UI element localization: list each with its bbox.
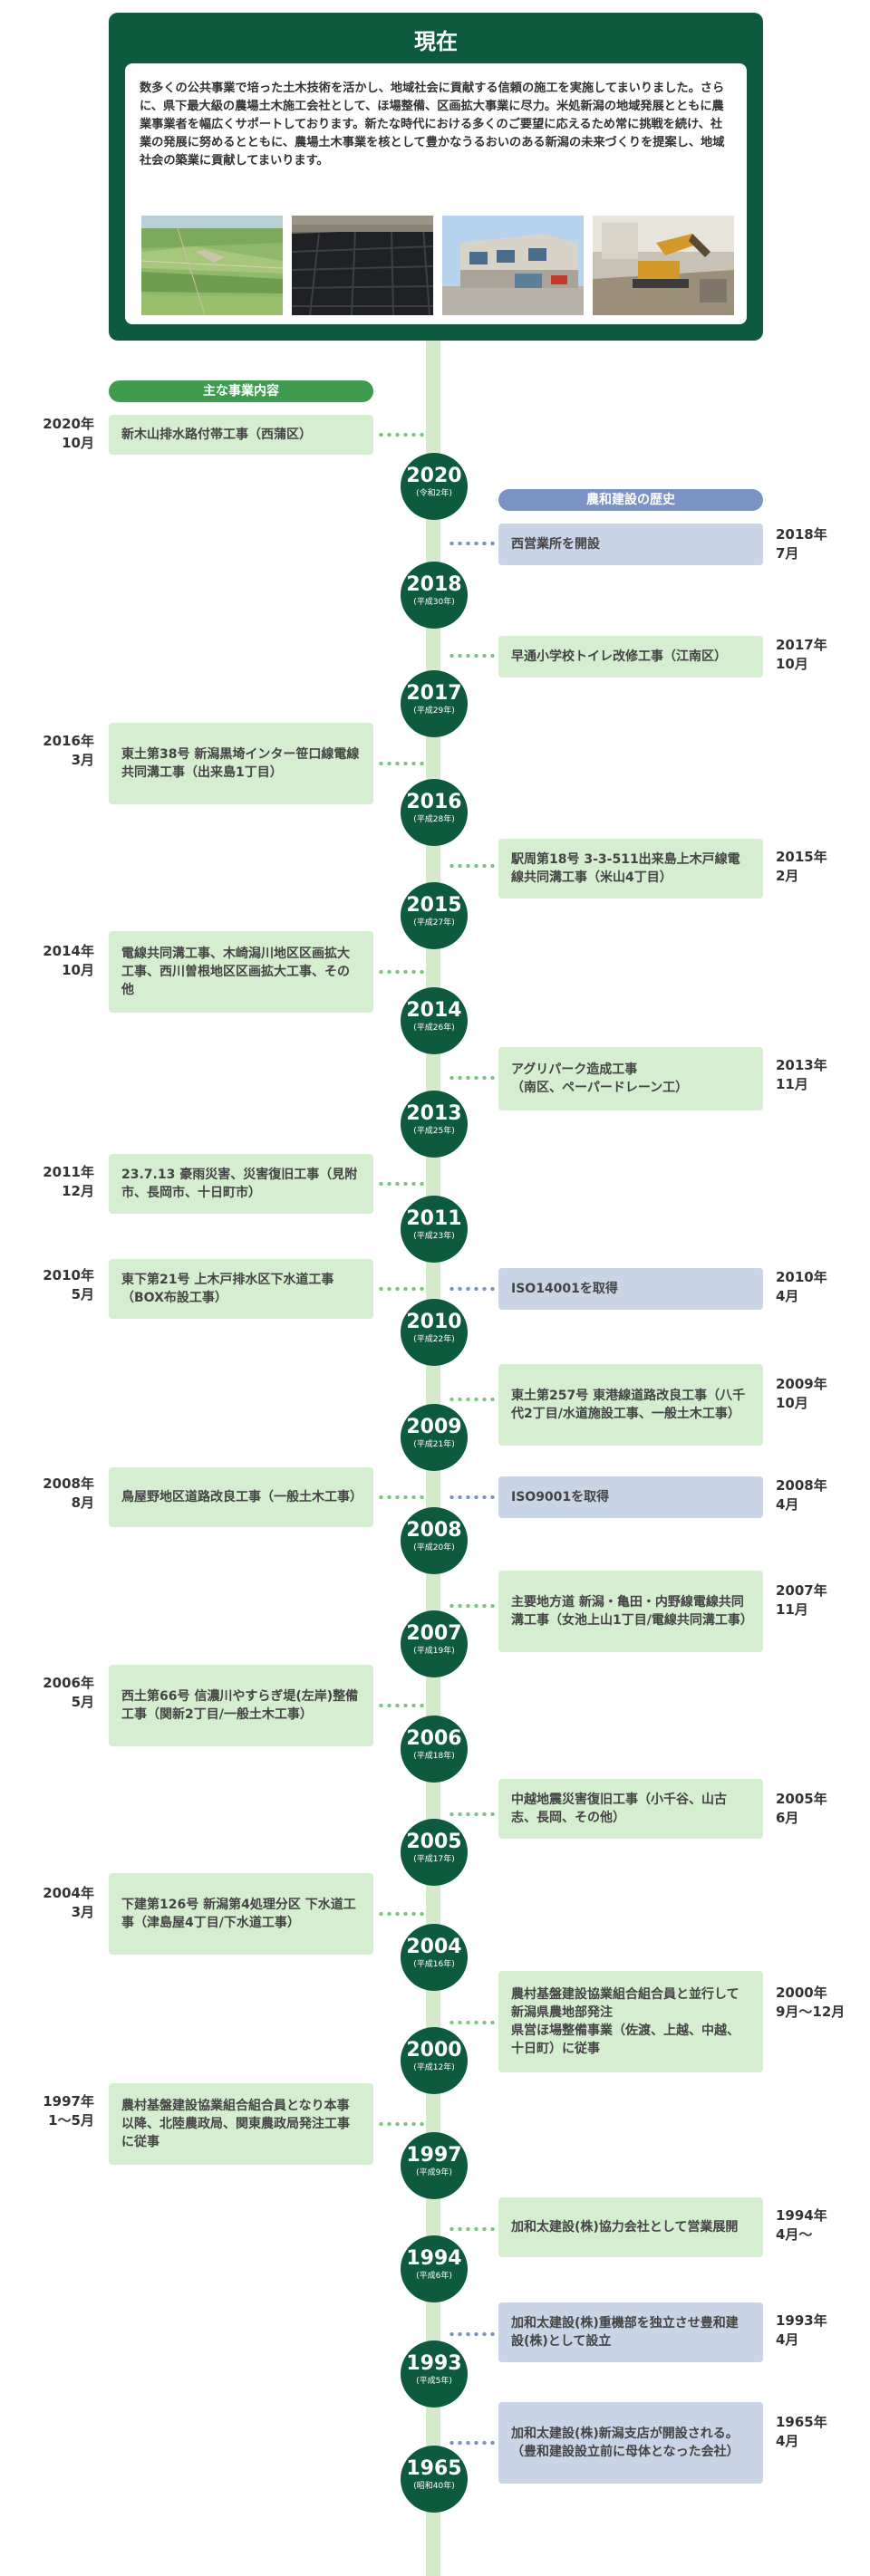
- connector-dots: [377, 2122, 426, 2126]
- connector-dots: [377, 970, 426, 974]
- business-event-card: 下建第126号 新潟第4処理分区 下水道工事（津島屋4丁目/下水道工事）: [109, 1873, 373, 1955]
- business-event-card: 農村基盤建設協業組合組合員となり本事以降、北陸農政局、関東農政局発注工事に従事: [109, 2083, 373, 2165]
- business-event-card: 駅周第18号 3-3-511出来島上木戸線電線共同溝工事（米山4丁目）: [498, 839, 763, 899]
- year-marker: 2015(平成27年): [401, 882, 468, 949]
- year-marker: 2013(平成25年): [401, 1091, 468, 1158]
- event-date: 2017年 10月: [776, 637, 827, 672]
- event-date: 2013年 11月: [776, 1057, 827, 1092]
- event-date: 1965年 4月: [776, 2414, 827, 2449]
- connector-dots: [448, 1812, 497, 1816]
- year-marker: 2004(平成16年): [401, 1924, 468, 1991]
- year-marker: 1994(平成6年): [401, 2235, 468, 2302]
- event-date: 2020年 10月: [43, 416, 94, 451]
- history-event-card: 西営業所を開設: [498, 524, 763, 565]
- connector-dots: [448, 1398, 497, 1401]
- business-event-card: 東土第257号 東港線道路改良工事（八千代2丁目/水道施設工事、一般土木工事）: [498, 1364, 763, 1446]
- connector-dots: [448, 2227, 497, 2231]
- business-event-card: 加和太建設(株)協力会社として営業展開: [498, 2197, 763, 2257]
- year-marker: 2009(平成21年): [401, 1404, 468, 1471]
- history-event-card: ISO9001を取得: [498, 1476, 763, 1518]
- connector-dots: [448, 542, 497, 545]
- year-marker: 2016(平成28年): [401, 779, 468, 846]
- connector-dots: [448, 2021, 497, 2024]
- year-marker: 2018(平成30年): [401, 562, 468, 629]
- event-date: 2006年 5月: [43, 1675, 94, 1710]
- connector-dots: [448, 2441, 497, 2445]
- year-marker: 2000(平成12年): [401, 2027, 468, 2094]
- rice-field-aerial-photo: [141, 216, 283, 315]
- business-event-card: 鳥屋野地区道路改良工事（一般土木工事）: [109, 1467, 373, 1527]
- business-event-card: 東土第38号 新潟黒埼インター笹口線電線共同溝工事（出来島1丁目）: [109, 723, 373, 804]
- connector-dots: [448, 2332, 497, 2336]
- connector-dots: [377, 433, 426, 437]
- year-marker: 2008(平成20年): [401, 1507, 468, 1574]
- year-marker: 1965(昭和40年): [401, 2446, 468, 2513]
- office-building-photo: [442, 216, 584, 315]
- connector-dots: [448, 1076, 497, 1080]
- year-marker: 2005(平成17年): [401, 1819, 468, 1886]
- event-date: 2000年 9月～12月: [776, 1985, 846, 2020]
- event-date: 2010年 5月: [43, 1267, 94, 1302]
- business-event-card: 農村基盤建設協業組合組合員と並行して新潟県農地部発注 県営ほ場整備事業（佐渡、上…: [498, 1971, 763, 2072]
- history-event-card: 加和太建設(株)新潟支店が開設される。（豊和建設設立前に母体となった会社）: [498, 2402, 763, 2484]
- company-history-header: 農和建設の歴史: [498, 489, 763, 511]
- history-event-card: 加和太建設(株)重機部を独立させ豊和建設(株)として設立: [498, 2302, 763, 2362]
- event-date: 2011年 12月: [43, 1164, 94, 1199]
- event-date: 1994年 4月～: [776, 2207, 827, 2243]
- connector-dots: [377, 1182, 426, 1186]
- event-date: 2007年 11月: [776, 1582, 827, 1618]
- business-event-card: 中越地震災害復旧工事（小千谷、山古志、長岡、その他）: [498, 1779, 763, 1839]
- year-marker: 2014(平成26年): [401, 987, 468, 1054]
- connector-dots: [448, 864, 497, 868]
- event-date: 2008年 8月: [43, 1475, 94, 1511]
- history-event-card: ISO14001を取得: [498, 1268, 763, 1310]
- event-date: 2015年 2月: [776, 849, 827, 884]
- business-event-card: 西土第66号 信濃川やすらぎ堤(左岸)整備工事（関新2丁目/一般土木工事）: [109, 1665, 373, 1746]
- business-event-card: 早通小学校トイレ改修工事（江南区）: [498, 636, 763, 678]
- event-date: 2008年 4月: [776, 1477, 827, 1513]
- event-date: 2014年 10月: [43, 943, 94, 978]
- connector-dots: [448, 1495, 497, 1499]
- current-description: 数多くの公共事業で培った土木技術を活かし、地域社会に貢献する信頼の施工を実施して…: [140, 82, 725, 168]
- year-marker: 1993(平成5年): [401, 2341, 468, 2408]
- event-date: 2018年 7月: [776, 526, 827, 562]
- event-date: 2016年 3月: [43, 733, 94, 768]
- current-title: 現在: [414, 29, 458, 54]
- event-date: 1993年 4月: [776, 2312, 827, 2348]
- year-marker: 2011(平成23年): [401, 1196, 468, 1263]
- connector-dots: [377, 1704, 426, 1707]
- connector-dots: [448, 1287, 497, 1291]
- connector-dots: [377, 1287, 426, 1291]
- connector-dots: [377, 1495, 426, 1499]
- drainage-mat-construction-photo: [292, 216, 433, 315]
- year-marker: 1997(平成9年): [401, 2132, 468, 2199]
- business-event-card: 電線共同溝工事、木崎潟川地区区画拡大工事、西川曽根地区区画拡大工事、その他: [109, 931, 373, 1013]
- main-business-header: 主な事業内容: [109, 380, 373, 402]
- connector-dots: [448, 654, 497, 658]
- business-event-card: 新木山排水路付帯工事（西蒲区）: [109, 415, 373, 455]
- business-event-card: 23.7.13 豪雨災害、災害復旧工事（見附市、長岡市、十日町市）: [109, 1154, 373, 1214]
- business-event-card: 東下第21号 上木戸排水区下水道工事（BOX布設工事）: [109, 1259, 373, 1319]
- year-marker: 2007(平成19年): [401, 1610, 468, 1677]
- year-marker: 2017(平成29年): [401, 670, 468, 737]
- business-event-card: 主要地方道 新潟・亀田・内野線電線共同溝工事（女池上山1丁目/電線共同溝工事）: [498, 1571, 763, 1652]
- event-date: 2009年 10月: [776, 1376, 827, 1411]
- year-marker: 2010(平成22年): [401, 1299, 468, 1366]
- current-section: 現在 数多くの公共事業で培った土木技術を活かし、地域社会に貢献する信頼の施工を実…: [109, 13, 763, 341]
- current-content-panel: 数多くの公共事業で培った土木技術を活かし、地域社会に貢献する信頼の施工を実施して…: [125, 63, 747, 324]
- event-date: 2010年 4月: [776, 1269, 827, 1304]
- connector-dots: [377, 1912, 426, 1916]
- event-date: 2004年 3月: [43, 1885, 94, 1920]
- event-date: 2005年 6月: [776, 1791, 827, 1826]
- business-event-card: アグリパーク造成工事 （南区、ペーパードレーン工）: [498, 1047, 763, 1110]
- connector-dots: [377, 762, 426, 765]
- year-marker: 2006(平成18年): [401, 1716, 468, 1783]
- connector-dots: [448, 1604, 497, 1608]
- event-date: 1997年 1～5月: [43, 2093, 94, 2129]
- year-marker: 2020(令和2年): [401, 453, 468, 520]
- excavator-worksite-photo: [593, 216, 734, 315]
